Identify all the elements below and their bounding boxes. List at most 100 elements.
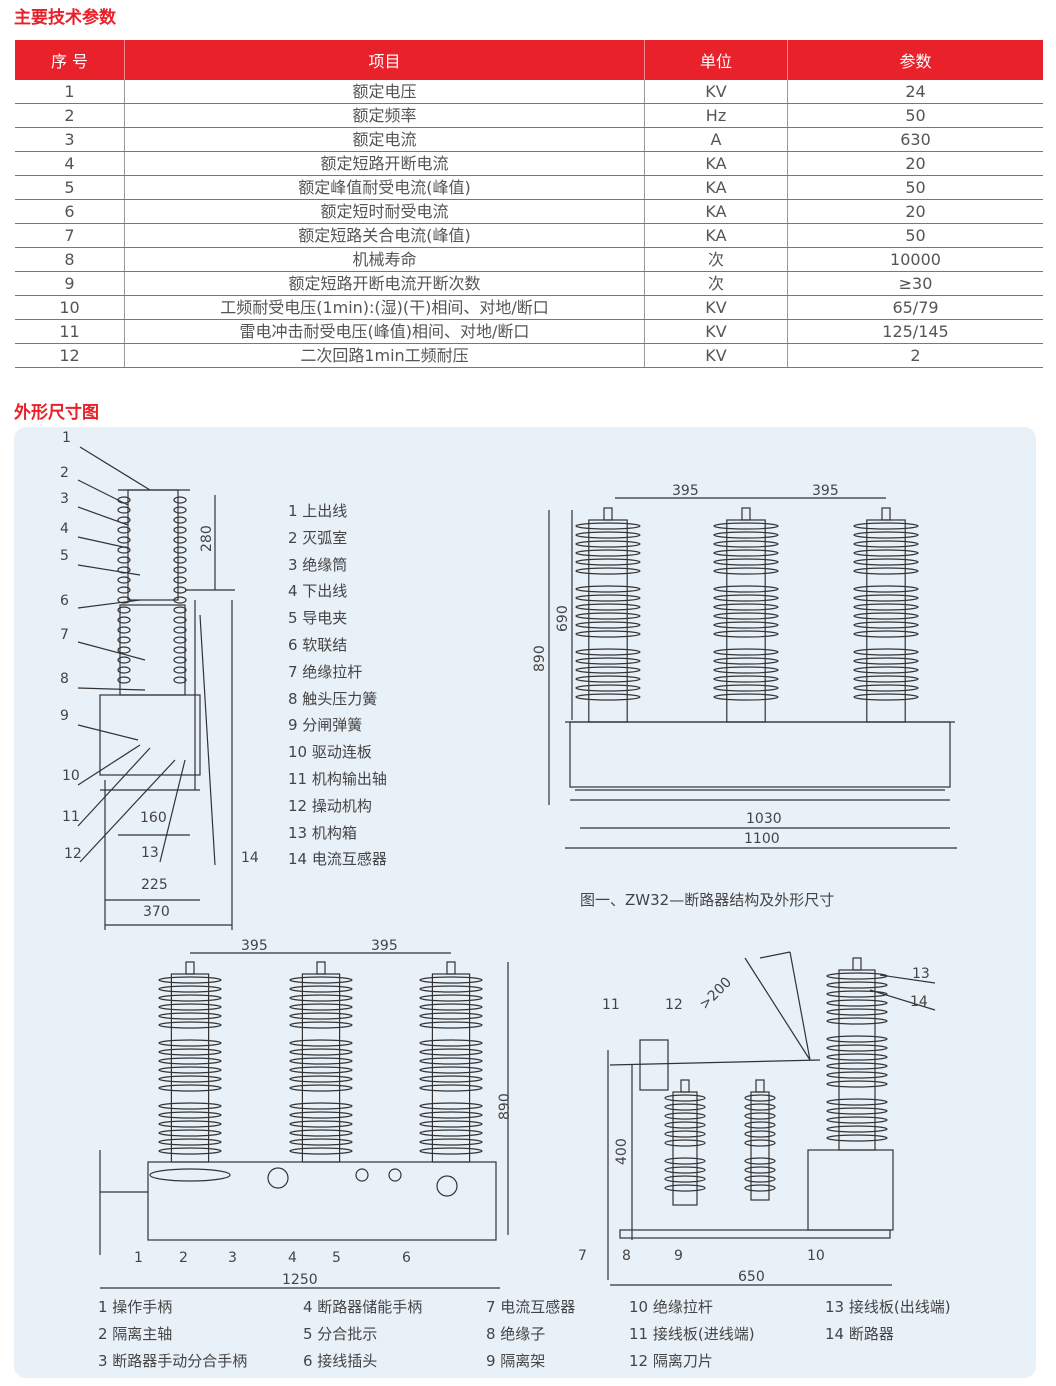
cell-item: 工频耐受电压(1min):(湿)(干)相间、对地/断口 [124,295,645,320]
insulator-shed [713,666,779,674]
mechanism-box [99,694,201,776]
params-section-title: 主要技术参数 [14,8,116,28]
shed [173,676,187,684]
callout: 10 [807,1248,825,1264]
cell-item: 额定短时耐受电流 [124,199,645,224]
cell-unit: KV [644,80,788,104]
cell-unit: KA [644,151,788,176]
shed [173,606,187,614]
cell-index: 6 [15,199,125,224]
insulator-shed [419,1048,483,1056]
insulator-shed [853,675,919,683]
cell-item: 额定频率 [124,103,645,128]
cell-value: 2 [787,343,1043,368]
callout: 2 [60,465,69,481]
insulator-shed [853,567,919,575]
insulator-shed [713,684,779,692]
insulator-shed [289,1120,353,1128]
insulator-shed [575,657,641,665]
cell-index: 8 [15,247,125,272]
callout: 9 [674,1248,683,1264]
shed [173,576,187,584]
dims-section-title: 外形尺寸图 [14,403,99,423]
dim-1100: 1100 [744,831,780,847]
insulator-shed [853,666,919,674]
cell-value: ≥30 [787,271,1043,296]
spring [149,1168,231,1182]
shed [173,616,187,624]
insulator-shed [289,1057,353,1065]
insulator-shed [713,531,779,539]
insulator-shed [158,985,222,993]
leader-line [159,759,186,863]
shed [117,506,131,514]
cell-item: 机械寿命 [124,247,645,272]
legend-item: 11 接线板(进线端) [629,1325,755,1343]
shed [173,586,187,594]
insulator-shed [575,675,641,683]
fig2-texts: 395 395 690 890 1030 1100 图一、ZW32—断路器结构及… [532,483,839,909]
insulator-shed [664,1130,706,1138]
cell-unit: KA [644,199,788,224]
insulator-shed [826,990,888,998]
insulator-shed [419,1129,483,1137]
insulator-shed [826,1008,888,1016]
insulator-shed [826,1134,888,1142]
legend-item: 10 绝缘拉杆 [629,1298,713,1316]
insulator-shed [419,1120,483,1128]
insulator-shed [744,1094,776,1102]
terminal [603,507,613,521]
terminal [741,507,751,521]
insulator-shed [744,1139,776,1147]
shed [173,646,187,654]
insulator-shed [289,1003,353,1011]
callout: 5 [332,1250,341,1266]
insulator-shed [575,594,641,602]
insulator-shed [713,594,779,602]
insulator-shed [158,1129,222,1137]
insulator-shed [713,603,779,611]
insulator-shed [744,1121,776,1129]
dim-690: 690 [555,605,571,632]
cell-value: 630 [787,127,1043,152]
cell-index: 12 [15,343,125,368]
callout: 8 [60,671,69,687]
cell-value: 10000 [787,247,1043,272]
callout: 7 [578,1248,587,1264]
indicator [388,1168,402,1182]
cell-item: 额定峰值耐受电流(峰值) [124,175,645,200]
legend-item: 6 接线插头 [303,1352,378,1370]
insulator-shed [853,612,919,620]
insulator-shed [575,693,641,701]
cell-item: 雷电冲击耐受电压(峰值)相间、对地/断口 [124,319,645,344]
insulator-shed [289,1021,353,1029]
cell-item: 二次回路1min工频耐压 [124,343,645,368]
insulator-shed [158,1111,222,1119]
callout: 5 [60,548,69,564]
insulator-shed [744,1157,776,1165]
shed [117,526,131,534]
insulator-shed [575,585,641,593]
shed [173,516,187,524]
insulator-shed [575,567,641,575]
leader-line [77,687,146,691]
insulator-shed [853,522,919,530]
shed [173,556,187,564]
insulator-shed [419,994,483,1002]
insulator-shed [713,648,779,656]
insulator-shed [289,985,353,993]
insulator-shed [744,1130,776,1138]
dim-1030: 1030 [746,811,782,827]
shed [117,676,131,684]
insulator-shed [664,1166,706,1174]
legend-item: 2 灭弧室 [288,528,348,547]
shed [173,656,187,664]
insulator-shed [289,1012,353,1020]
cell-index: 7 [15,223,125,248]
insulator-shed [826,1071,888,1079]
cell-unit: KA [644,223,788,248]
callout: 3 [60,491,69,507]
insulator-shed [826,1125,888,1133]
